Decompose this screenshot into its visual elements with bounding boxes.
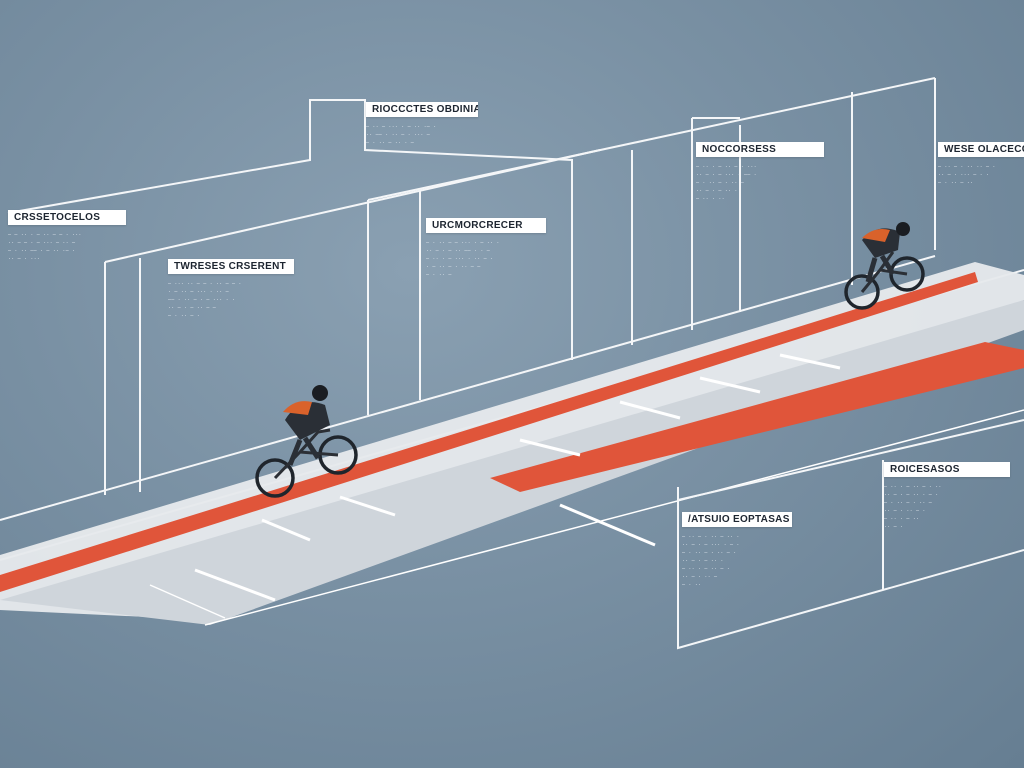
callout-text: — — ·· · — ·· — — · ··· ·· — — · — ··· —… [8,232,82,262]
cyclist-back [844,222,925,310]
callout-1: CRSSETOCELOS — — ·· · — ·· — — · ··· ·· … [8,210,126,263]
callout-title: RIOCCCTES OBDINIA [366,102,478,117]
callout-5: NOCCORSESS — ·· · — ·· — · ··· ·· — · — … [696,142,824,203]
callout-title: /ATSUIO EOPTASAS [682,512,792,527]
callout-text: — ·· — ··· · — ·· ·— · ·· —— · ·· — · ··… [366,124,437,146]
callout-2: TWRESES CRSERENT — ··· ·· — — · ·· — — ·… [168,259,294,320]
callout-title: WESE OLACECCTERS [938,142,1024,157]
track-red-stripe [0,272,978,592]
track-shadow-band [0,300,1024,625]
callout-4: URCMORCRECER — · ·· — — ··· · — ·· · ·· … [426,218,546,279]
callout-8: /ATSUIO EOPTASAS — ·· — · ·· — ·· · ·· —… [682,512,792,589]
callout-3: RIOCCCTES OBDINIA — ·· — ··· · — ·· ·— ·… [366,102,478,147]
callout-text: — ·· · — ·· — · ·· ·· — · — ·· · — · — ·… [884,484,942,530]
track-edge-lines [149,409,1024,626]
callout-title: NOCCORSESS [696,142,824,157]
track-red-panel [490,342,1024,492]
callout-text: — ··· ·· — — · ·· — — · · — ·· — ··· · ·… [168,281,242,319]
right-frame [677,419,1024,650]
callout-text: — ·· — · ·· — ·· · ·· — · — ··· · — · — … [682,534,740,588]
cyclist-front [255,385,358,498]
callout-6: WESE OLACECCTERS — ·· — · ·· ·· — · ·· —… [938,142,1024,187]
callout-7: ROICESASOS — ·· · — ·· — · ·· ·· — · — ·… [884,462,1010,531]
callout-title: TWRESES CRSERENT [168,259,294,274]
callout-text: — · ·· — — ··· · — ·· · ·· — · — ·· —— ·… [426,240,500,278]
lane-dashes [194,353,841,602]
callout-title: URCMORCRECER [426,218,546,233]
callout-text: — ·· · — ·· — · ··· ·· — · — ··· · —— · … [696,164,757,202]
callout-text: — ·· — · ·· ·· — · ·· — · ··· — · · — · … [938,164,996,186]
track [0,262,1024,626]
callout-title: CRSSETOCELOS [8,210,126,225]
callout-title: ROICESASOS [884,462,1010,477]
